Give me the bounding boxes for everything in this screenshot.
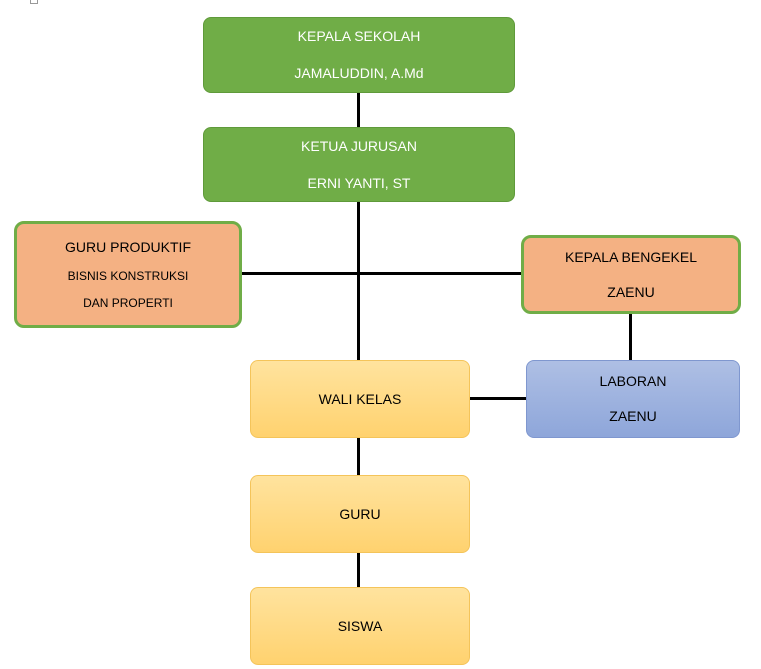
connector-wali-kelas-laboran xyxy=(470,397,526,400)
kepala-bengkel-title: KEPALA BENGEKEL xyxy=(564,248,698,265)
guru-produktif-line2: BISNIS KONSTRUKSI xyxy=(67,268,189,283)
guru-box: GURU xyxy=(250,475,470,553)
siswa-box: SISWA xyxy=(250,587,470,665)
wali-kelas-box: WALI KELAS xyxy=(250,360,470,438)
corner-mark xyxy=(30,0,38,4)
connector-horizontal-guru-produktif-kepala-bengkel xyxy=(242,272,522,275)
kepala-bengkel-name: ZAENU xyxy=(607,283,655,300)
connector-ketua-jurusan-wali-kelas xyxy=(357,202,360,360)
kepala-sekolah-box: KEPALA SEKOLAH JAMALUDDIN, A.Md xyxy=(203,17,515,93)
ketua-jurusan-name: ERNI YANTI, ST xyxy=(307,174,411,191)
guru-title: GURU xyxy=(339,505,381,522)
kepala-sekolah-name: JAMALUDDIN, A.Md xyxy=(294,65,424,81)
siswa-title: SISWA xyxy=(337,617,383,634)
kepala-sekolah-title: KEPALA SEKOLAH xyxy=(297,28,421,45)
laboran-title: LABORAN xyxy=(599,373,667,390)
laboran-name: ZAENU xyxy=(609,408,657,424)
guru-produktif-box: GURU PRODUKTIF BISNIS KONSTRUKSI DAN PRO… xyxy=(14,221,242,328)
connector-kepala-sekolah-ketua-jurusan xyxy=(357,93,360,127)
kepala-bengkel-box: KEPALA BENGEKEL ZAENU xyxy=(521,235,741,314)
guru-produktif-title: GURU PRODUKTIF xyxy=(65,238,191,255)
ketua-jurusan-title: KETUA JURUSAN xyxy=(301,137,417,154)
connector-wali-kelas-guru xyxy=(357,438,360,475)
guru-produktif-line3: DAN PROPERTI xyxy=(83,295,173,310)
laboran-box: LABORAN ZAENU xyxy=(526,360,740,438)
connector-kepala-bengkel-laboran xyxy=(629,314,632,360)
ketua-jurusan-box: KETUA JURUSAN ERNI YANTI, ST xyxy=(203,127,515,202)
wali-kelas-title: WALI KELAS xyxy=(318,390,402,407)
connector-guru-siswa xyxy=(357,553,360,587)
